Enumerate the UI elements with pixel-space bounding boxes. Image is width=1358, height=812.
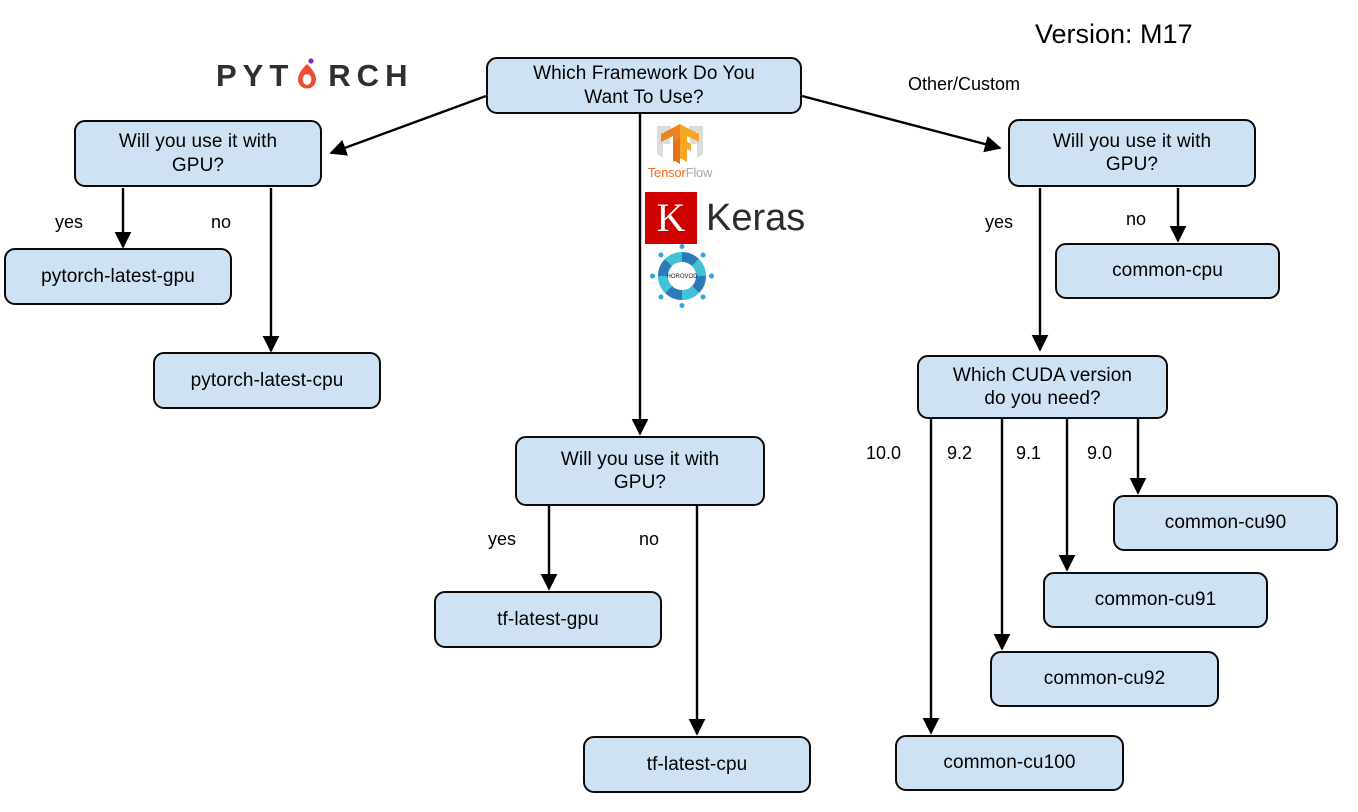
- node-pytorch-gpu-question[interactable]: Will you use it with GPU?: [74, 120, 322, 187]
- pytorch-flame-icon: [298, 58, 316, 89]
- edge-label-pytorch-no: no: [211, 212, 232, 232]
- node-common-gpu-question[interactable]: Will you use it with GPU?: [1008, 119, 1256, 187]
- node-common-cu91[interactable]: common-cu91: [1043, 572, 1268, 628]
- tensorflow-mark-icon: [657, 124, 703, 164]
- edge-label-cuda-90: 9.0: [1087, 443, 1113, 463]
- tensorflow-wordmark: TensorFlow: [647, 165, 713, 180]
- keras-mark-icon: K: [645, 192, 697, 244]
- tensorflow-word-b: Flow: [685, 165, 713, 180]
- node-tf-latest-gpu[interactable]: tf-latest-gpu: [434, 591, 662, 648]
- node-pytorch-latest-cpu[interactable]: pytorch-latest-cpu: [153, 352, 381, 409]
- keras-wordmark: Keras: [706, 196, 806, 239]
- node-pytorch-latest-gpu[interactable]: pytorch-latest-gpu: [4, 248, 232, 305]
- node-tf-latest-cpu[interactable]: tf-latest-cpu: [583, 736, 811, 793]
- tensorflow-logo: TensorFlow: [647, 120, 713, 180]
- edge-label-cuda-91: 9.1: [1016, 443, 1042, 463]
- node-common-cu92[interactable]: common-cu92: [990, 651, 1219, 707]
- edge-label-tf-yes: yes: [488, 529, 517, 549]
- version-label: Version: M17: [1035, 19, 1193, 49]
- keras-logo: K Keras: [645, 192, 805, 244]
- node-common-cpu[interactable]: common-cpu: [1055, 243, 1280, 299]
- tensorflow-word-a: Tensor: [647, 165, 686, 180]
- edge-label-cuda-92: 9.2: [947, 443, 973, 463]
- node-cuda-question[interactable]: Which CUDA version do you need?: [917, 355, 1168, 419]
- horovod-mark-icon: HOROVOD: [650, 244, 714, 308]
- horovod-logo: HOROVOD: [650, 244, 714, 313]
- edge-label-common-yes: yes: [985, 212, 1014, 232]
- edge-label-common-no: no: [1126, 209, 1147, 229]
- edge-label-cuda-100: 10.0: [866, 443, 902, 463]
- node-common-cu100[interactable]: common-cu100: [895, 735, 1124, 791]
- svg-text:HOROVOD: HOROVOD: [666, 274, 698, 280]
- node-common-cu90[interactable]: common-cu90: [1113, 495, 1338, 551]
- branch-label-other-custom: Other/Custom: [908, 74, 1021, 94]
- edge-root-to-pytorch: [329, 94, 487, 156]
- node-root-question[interactable]: Which Framework Do You Want To Use?: [486, 57, 802, 114]
- edge-label-tf-no: no: [639, 529, 660, 549]
- edge-root-to-common: [801, 94, 1002, 153]
- edge-label-pytorch-yes: yes: [55, 212, 84, 232]
- node-tf-gpu-question[interactable]: Will you use it with GPU?: [515, 436, 765, 506]
